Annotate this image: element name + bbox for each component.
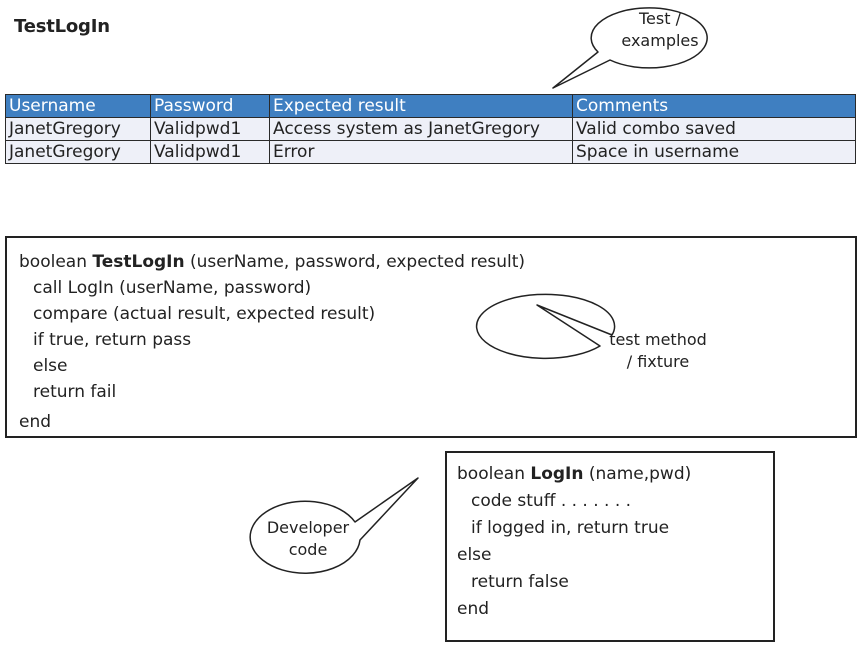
code-line: if true, return pass: [33, 330, 192, 350]
code-line: else: [33, 356, 68, 376]
table-cell: Access system as JanetGregory: [269, 117, 573, 141]
method-name: LogIn: [530, 464, 584, 484]
test-examples-table: Username Password Expected result Commen…: [5, 94, 856, 164]
column-header-password: Password: [150, 94, 270, 118]
callout-test-method: test method / fixture: [588, 329, 728, 373]
table-cell: Error: [269, 140, 573, 164]
code-keyword: boolean: [457, 464, 531, 484]
code-line-end: end: [19, 412, 52, 432]
page-title: TestLogIn: [14, 16, 110, 37]
table-cell: JanetGregory: [5, 117, 151, 141]
code-line: compare (actual result, expected result): [33, 304, 376, 324]
table-cell: Validpwd1: [150, 117, 270, 141]
callout-test-examples: Test / examples: [598, 8, 722, 52]
table-cell: JanetGregory: [5, 140, 151, 164]
code-line: call LogIn (userName, password): [33, 278, 312, 298]
code-line-end: end: [457, 599, 490, 619]
test-method-box: boolean TestLogIn (userName, password, e…: [5, 236, 857, 438]
callout-line: code: [288, 540, 328, 559]
table-row: JanetGregory Validpwd1 Error Space in us…: [5, 140, 856, 164]
code-line-signature: boolean TestLogIn (userName, password, e…: [19, 249, 843, 275]
method-params: (userName, password, expected result): [184, 252, 526, 272]
code-line: code stuff . . . . . . .: [471, 491, 632, 511]
callout-line: test method: [609, 330, 707, 349]
column-header-username: Username: [5, 94, 151, 118]
table-cell: Validpwd1: [150, 140, 270, 164]
callout-line: / fixture: [626, 352, 690, 371]
column-header-expected-result: Expected result: [269, 94, 573, 118]
method-name: TestLogIn: [92, 252, 185, 272]
callout-developer-code: Developer code: [252, 517, 364, 561]
table-header-row: Username Password Expected result Commen…: [5, 94, 856, 118]
callout-line: Developer: [266, 518, 350, 537]
method-params: (name,pwd): [583, 464, 692, 484]
column-header-comments: Comments: [572, 94, 856, 118]
callout-line: Test /: [639, 9, 681, 28]
callout-line: examples: [621, 31, 699, 50]
code-line: return fail: [33, 382, 117, 402]
developer-code-box: boolean LogIn (name,pwd) code stuff . . …: [445, 451, 775, 642]
code-line: else: [457, 545, 492, 565]
table-cell: Space in username: [572, 140, 856, 164]
code-line: return false: [471, 572, 569, 592]
code-line-signature: boolean LogIn (name,pwd): [457, 461, 763, 488]
table-row: JanetGregory Validpwd1 Access system as …: [5, 117, 856, 141]
code-keyword: boolean: [19, 252, 93, 272]
table-cell: Valid combo saved: [572, 117, 856, 141]
code-line: if logged in, return true: [471, 518, 670, 538]
